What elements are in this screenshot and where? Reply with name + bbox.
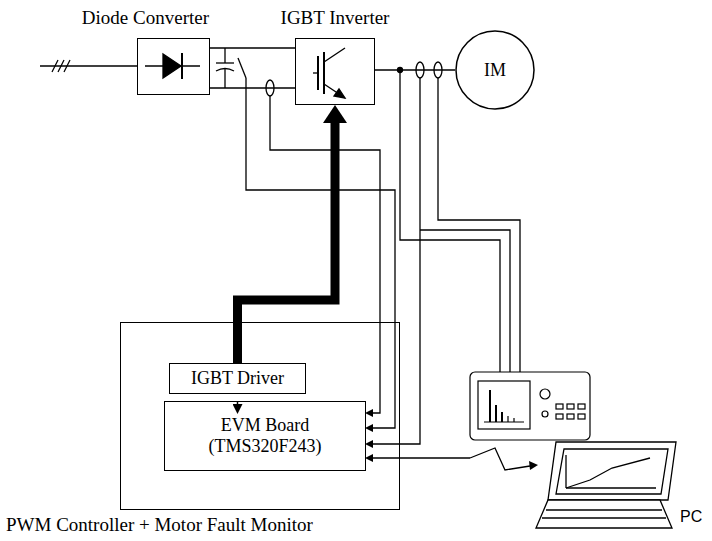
motor-label: IM <box>484 60 506 81</box>
gate-signal-bus <box>238 123 336 363</box>
converter-box: Diode Converter <box>137 38 210 95</box>
motor-circle: IM <box>455 30 535 110</box>
block-caption: PWM Controller + Motor Fault Monitor <box>6 514 313 536</box>
box-label: EVM Board (TMS320F243) <box>195 415 335 456</box>
box-label: IGBT Driver <box>191 368 284 389</box>
dsp-board-box: EVM Board (TMS320F243) <box>164 401 366 471</box>
controller-box: PWM Controller + Motor Fault MonitorIGBT… <box>120 322 400 510</box>
block-heading: Diode Converter <box>82 7 209 29</box>
block-heading: IGBT Inverter <box>281 7 390 29</box>
power-line <box>210 47 295 49</box>
power-line <box>375 69 455 71</box>
driver-box: IGBT Driver <box>169 363 306 394</box>
computer-label: PC <box>680 508 702 526</box>
inverter-box: IGBT Inverter <box>295 38 375 105</box>
